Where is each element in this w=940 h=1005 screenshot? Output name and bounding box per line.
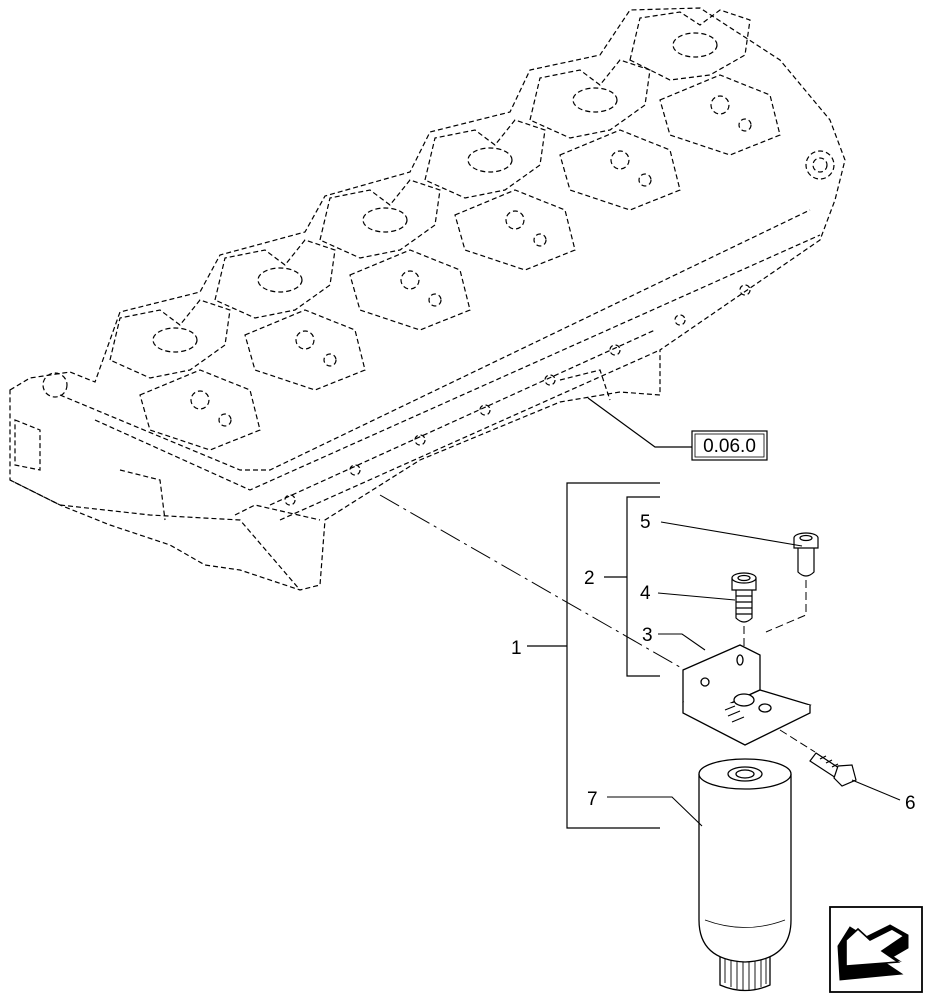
callout-3: 3 xyxy=(642,625,653,646)
fuel-filter-part-7[interactable] xyxy=(698,758,792,992)
group-bracket-1 xyxy=(527,482,660,829)
rocker-boss-1 xyxy=(109,299,261,451)
fitting-part-4[interactable] xyxy=(731,572,757,623)
reference-box[interactable]: 0.06.0 xyxy=(691,430,768,461)
bolt-part-6[interactable] xyxy=(809,752,857,787)
group-bracket-2 xyxy=(604,496,660,677)
callout-6: 6 xyxy=(905,793,916,814)
callout-5: 5 xyxy=(640,512,651,533)
rocker-boss-2 xyxy=(214,239,366,391)
callout-2: 2 xyxy=(584,568,595,589)
fitting-part-5[interactable] xyxy=(793,532,819,577)
callout-1: 1 xyxy=(511,638,522,659)
callout-4: 4 xyxy=(640,583,651,604)
rocker-boss-4 xyxy=(424,119,576,271)
fitting-5-centerline xyxy=(765,580,807,633)
rocker-boss-6 xyxy=(629,9,781,156)
rocker-boss-3 xyxy=(319,179,471,331)
arrow-icon[interactable] xyxy=(829,906,923,993)
bolt-6-centerline xyxy=(779,729,816,753)
mounting-centerline xyxy=(379,494,686,671)
mounting-bracket-part-3[interactable] xyxy=(682,644,812,746)
rocker-boss-5 xyxy=(529,59,681,211)
callout-leaders xyxy=(607,521,901,827)
reference-box-label: 0.06.0 xyxy=(703,436,756,457)
reference-leader xyxy=(587,397,692,448)
callout-7: 7 xyxy=(587,789,598,810)
cylinder-head-phantom xyxy=(9,7,846,591)
